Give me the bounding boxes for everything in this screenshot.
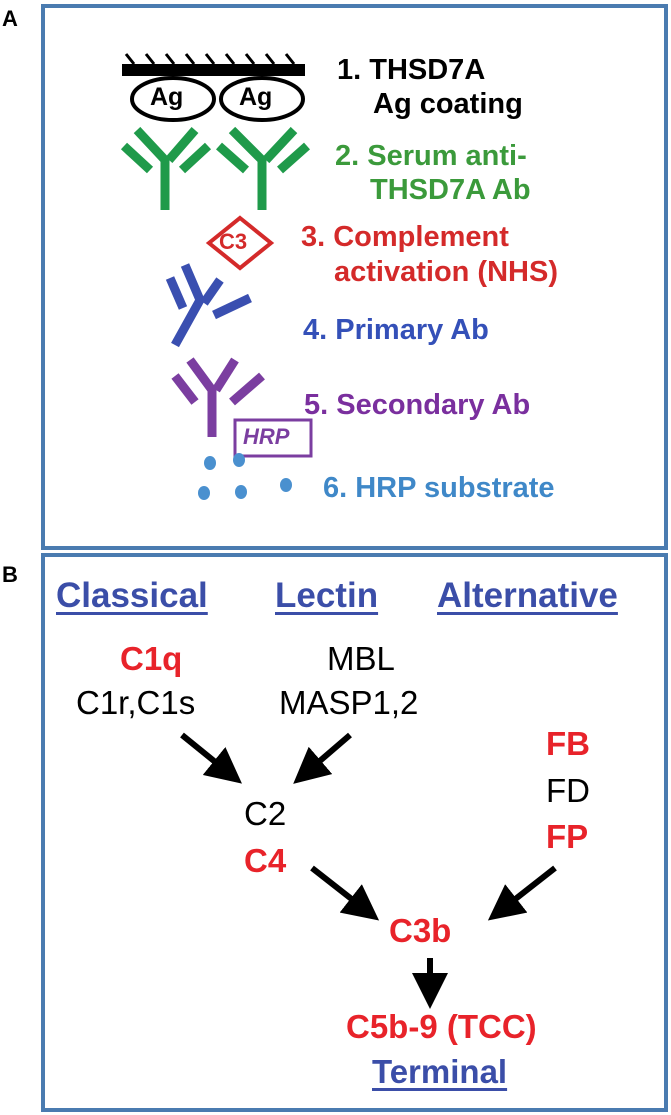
hrp-substrate-drops — [198, 453, 292, 500]
c3-diamond — [205, 215, 275, 271]
c4-label: C4 — [244, 842, 287, 879]
panel-b-frame — [41, 553, 668, 1112]
c2-label: C2 — [244, 795, 287, 832]
panel-a-frame — [41, 4, 668, 550]
hrp-box — [233, 418, 313, 458]
step-2-line1: 2. Serum anti- — [335, 140, 527, 172]
fb-label: FB — [546, 725, 590, 762]
tcc-label: C5b-9 (TCC) — [346, 1008, 537, 1045]
step-3-line2: activation (NHS) — [334, 256, 558, 288]
step-1-line2: Ag coating — [373, 88, 523, 120]
masp-label: MASP1,2 — [279, 684, 419, 721]
header-alternative: Alternative — [437, 576, 618, 615]
step-5-label: 5. Secondary Ab — [304, 389, 531, 421]
panel-b-letter: B — [2, 562, 18, 587]
step-3-line1: 3. Complement — [301, 221, 509, 253]
antigen-ellipse-left — [130, 76, 216, 122]
header-terminal: Terminal — [372, 1053, 508, 1090]
secondary-antibody — [171, 357, 265, 437]
primary-antibody — [165, 263, 252, 348]
antigen-ellipse-right — [219, 76, 305, 122]
fp-label: FP — [546, 818, 589, 855]
arrow-c4-to-c3b — [310, 865, 380, 921]
arrow-lectin-to-c2 — [293, 732, 352, 784]
c1q-label: C1q — [120, 640, 183, 677]
mbl-label: MBL — [327, 640, 395, 677]
serum-antibody-right — [216, 126, 310, 210]
c1r-c1s-label: C1r,C1s — [76, 684, 196, 721]
header-classical: Classical — [56, 576, 208, 615]
antigen-label-left: Ag — [150, 83, 184, 111]
hrp-label: HRP — [243, 424, 290, 449]
arrow-fp-to-c3b — [487, 865, 557, 921]
c3-label: C3 — [219, 229, 248, 254]
panel-a-letter: A — [2, 6, 18, 31]
antigen-label-right: Ag — [239, 83, 273, 111]
c3b-label: C3b — [389, 912, 452, 949]
arrow-classical-to-c2 — [180, 732, 242, 784]
serum-antibody-left — [120, 126, 212, 210]
step-6-label: 6. HRP substrate — [323, 472, 555, 504]
fd-label: FD — [546, 772, 590, 809]
step-4-label: 4. Primary Ab — [303, 314, 489, 346]
header-lectin: Lectin — [275, 576, 379, 615]
step-2-line2: THSD7A Ab — [370, 174, 531, 206]
step-1-line1: 1. THSD7A — [337, 54, 486, 86]
coating-plate — [122, 53, 305, 76]
